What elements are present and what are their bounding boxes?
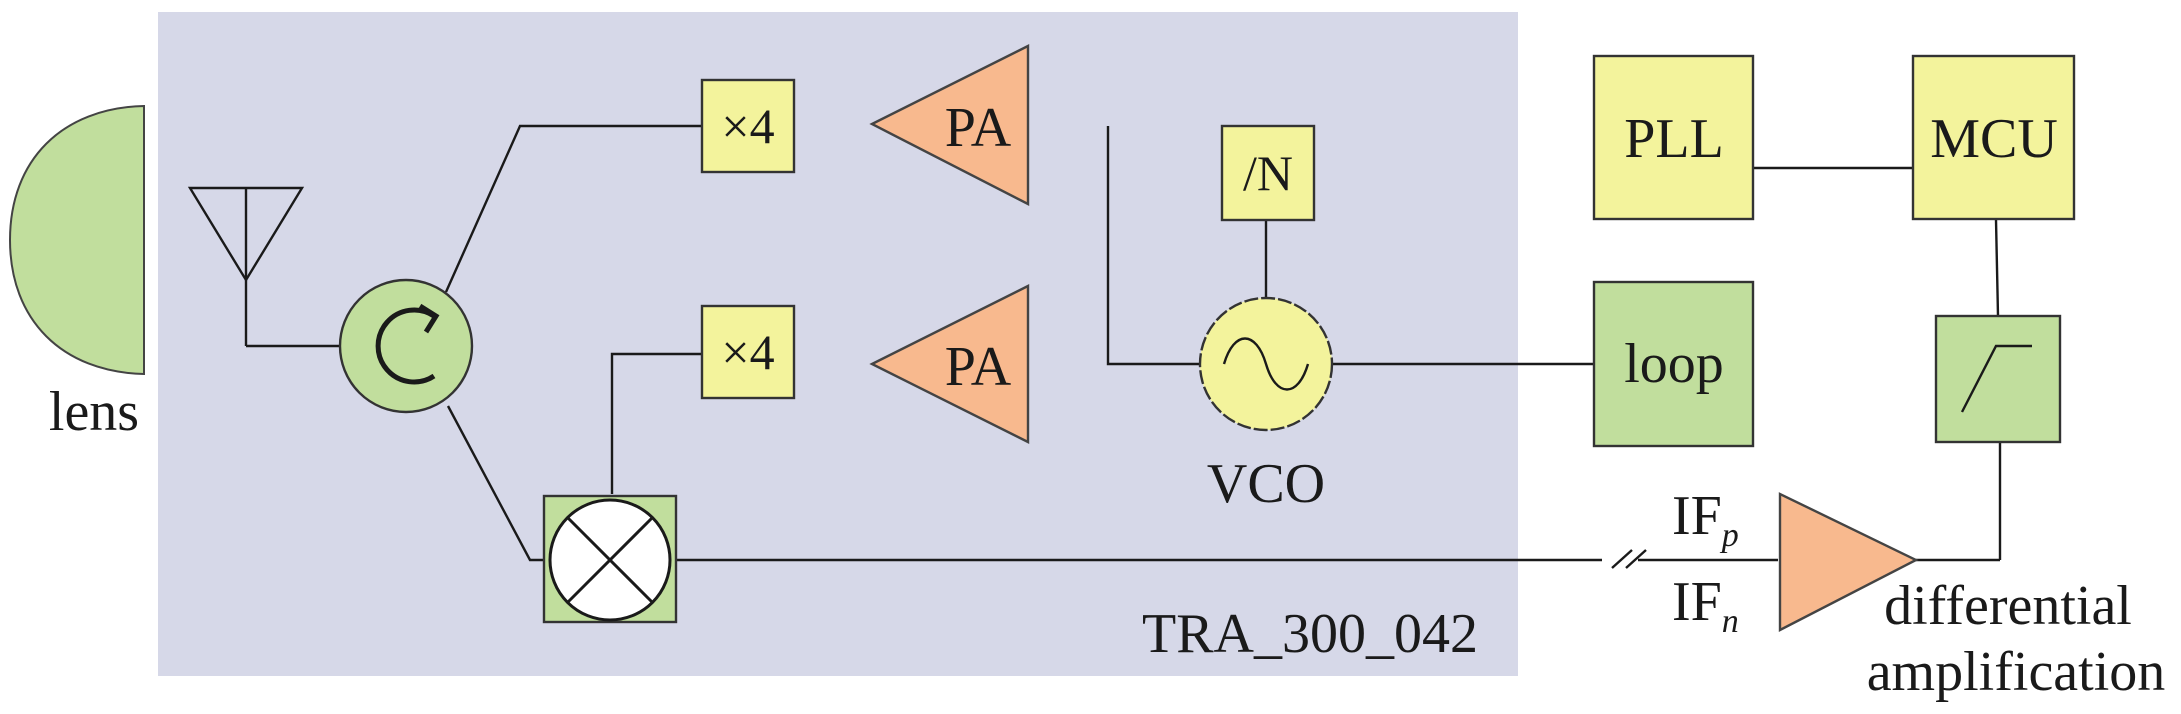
loop-label: loop bbox=[1624, 333, 1724, 395]
mcu-box bbox=[1911, 54, 2076, 221]
chip-label: TRA_300_042 bbox=[1142, 603, 1478, 665]
pa-top-label: PA bbox=[945, 97, 1012, 159]
multiplier-top-label: ×4 bbox=[721, 98, 774, 154]
antenna-icon bbox=[187, 186, 340, 348]
diff-amp-label-line2: amplification bbox=[1867, 641, 2166, 703]
multiplier-top-box bbox=[700, 78, 796, 174]
signal-lines bbox=[444, 124, 2002, 569]
pll-label: PLL bbox=[1624, 108, 1724, 170]
multiplier-bottom-label: ×4 bbox=[721, 324, 774, 380]
lowpass-filter-icon bbox=[1934, 314, 2062, 444]
multiplier-bottom-box bbox=[700, 304, 796, 400]
mixer-icon bbox=[542, 494, 678, 624]
differential-amplifier-triangle bbox=[1778, 492, 1919, 632]
lens-icon bbox=[8, 104, 145, 376]
pll-box bbox=[1592, 54, 1755, 221]
mcu-label: MCU bbox=[1930, 108, 2058, 170]
diff-amp-label-line1: differential bbox=[1884, 575, 2132, 637]
sine-oscillator-icon bbox=[1198, 296, 1334, 432]
circulator-icon bbox=[338, 278, 474, 414]
pa-bottom-triangle bbox=[869, 284, 1030, 444]
loop-box bbox=[1592, 280, 1755, 448]
vco-label: VCO bbox=[1207, 453, 1325, 515]
if-p-label: IFp bbox=[1672, 485, 1739, 554]
divider-label: /N bbox=[1243, 145, 1293, 201]
if-n-label: IFn bbox=[1672, 571, 1739, 640]
lens-label: lens bbox=[49, 381, 139, 443]
pa-top-triangle bbox=[869, 44, 1030, 206]
divider-box bbox=[1220, 124, 1316, 222]
pa-bottom-label: PA bbox=[945, 336, 1012, 398]
